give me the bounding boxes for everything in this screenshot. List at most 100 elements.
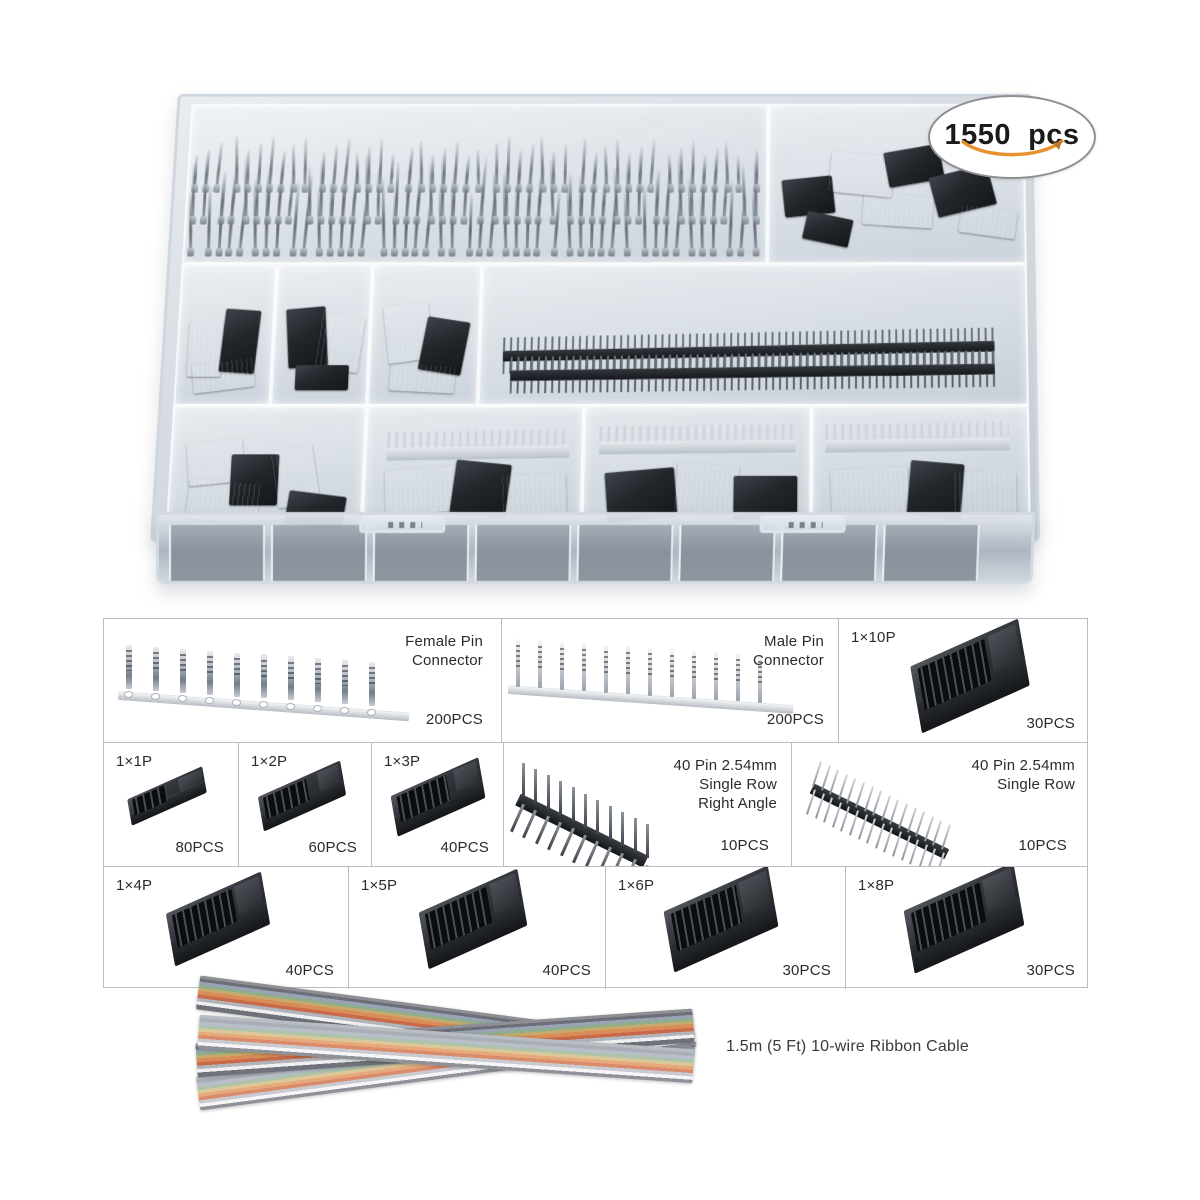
header-pin-angled [572,834,587,863]
spec-cell-straight-header: 40 Pin 2.54mm Single Row 10PCS [792,743,1089,866]
dupont-housing-5p-art [418,868,528,970]
header-pin-vertical [522,763,525,797]
header-pin [941,824,951,850]
crimp-pin [527,143,535,190]
spec-cell-male-pin: Male Pin Connector 200PCS [502,619,839,742]
header-pin-vertical [584,793,587,828]
pin-header-strip-b [510,363,995,381]
smile-arrow-icon [961,139,1064,157]
header-pin-vertical [559,781,563,816]
dupont-housing-6p-art [663,867,779,973]
crimp-pin [431,154,435,190]
crimp-terminal [180,648,186,693]
crimp-pin [267,137,275,190]
box-front-lip [155,512,1036,584]
spec-row-2: 1×1P 80PCS 1×2P 60PCS 1×3P [104,743,1087,867]
compartment-small-3 [366,264,483,406]
crimp-terminal [560,641,564,690]
piece-count-badge: 1550 pcs [928,95,1096,179]
crimp-terminal [758,654,762,703]
crimp-terminal [714,651,718,700]
spec-cell-female-pin: Female Pin Connector 200PCS [104,619,502,742]
crimp-pin [667,153,673,190]
header-pin [923,815,934,842]
crimp-pin [452,141,459,190]
spec-qty: 30PCS [1026,715,1075,732]
crimp-pin [540,137,545,190]
header-pin-angled [547,821,563,851]
compartment-small-1 [173,264,278,406]
crimp-terminal [126,645,132,689]
spec-qty: 60PCS [308,839,357,856]
crimp-pin [476,149,481,190]
crimp-pin [506,136,511,190]
crimp-terminal [604,644,608,693]
crimp-pin-field [184,106,767,262]
pin-header-straight-art [806,761,968,866]
storage-box [150,72,1040,584]
crimp-terminal [648,647,652,696]
crimp-pin [724,141,730,190]
header-pin [812,761,822,787]
spec-label: 1×5P [361,877,398,894]
crimp-pin [464,155,471,190]
ribbon-cable-area [0,975,1200,1152]
carrier-hole [151,692,160,700]
spec-row-3: 1×4P 40PCS 1×5P 40PCS 1×6P [104,867,1087,989]
header-pin-vertical [608,805,612,840]
crimp-pin [442,148,447,190]
header-pin-vertical [646,824,649,858]
spec-label: 1×2P [251,753,288,770]
spec-label: 40 Pin 2.54mm Single Row [971,757,1075,793]
header-pin-angled [584,840,600,866]
carrier-hole [286,702,295,710]
compartment-crimp-pins [181,103,769,265]
crimp-pin [206,186,212,253]
header-pin [880,794,891,821]
crimp-terminal [692,650,696,699]
crimp-pin [389,153,395,190]
spec-qty: 200PCS [425,711,483,728]
spec-label: 1×1P [116,753,153,770]
carrier-hole [178,694,187,702]
crimp-pin [736,155,741,190]
header-pin-vertical [621,811,625,846]
ribbon-cable-caption: 1.5m (5 Ft) 10-wire Ribbon Cable [726,1038,969,1055]
badge-count-unit: pcs [1028,118,1080,151]
spec-row-1: Female Pin Connector 200PCS Male Pin Con… [104,619,1087,743]
box-latch-left[interactable] [359,512,446,534]
crimp-pin [257,143,263,190]
carrier-hole [259,700,268,708]
compartment-pin-headers [477,264,1029,406]
dupont-housing-4p-art [165,871,271,967]
carrier-hole [340,706,349,714]
spec-cell-1x2p: 1×2P 60PCS [239,743,372,866]
box-latch-right[interactable] [759,512,847,534]
crimp-terminal [207,650,213,695]
crimp-pin [552,150,556,190]
crimp-pin [580,137,587,190]
header-pin-angled [510,803,525,833]
crimp-pin [702,154,707,190]
spec-qty: 80PCS [175,839,224,856]
header-pin-vertical [534,769,538,804]
dupont-housing-10p-art [910,619,1030,734]
compartment-small-2 [270,264,374,406]
crimp-pin [517,149,523,190]
male-crimp-terminal-strip-art [502,619,838,742]
header-pin [837,773,848,800]
header-pin [820,765,831,791]
crimp-terminal [315,658,321,703]
spec-label: 1×4P [116,877,153,894]
crimp-terminal [288,656,294,701]
header-pin [863,786,874,812]
spec-cell-1x3p: 1×3P 40PCS [372,743,504,866]
header-pin-vertical [546,775,550,810]
crimp-pin [246,149,251,190]
crimp-pin [712,148,719,190]
spec-cell-1x8p: 1×8P 30PCS [846,867,1089,989]
pin-header-right-angle-art [510,759,672,866]
crimp-terminal [261,654,267,699]
crimp-pin [642,183,647,253]
